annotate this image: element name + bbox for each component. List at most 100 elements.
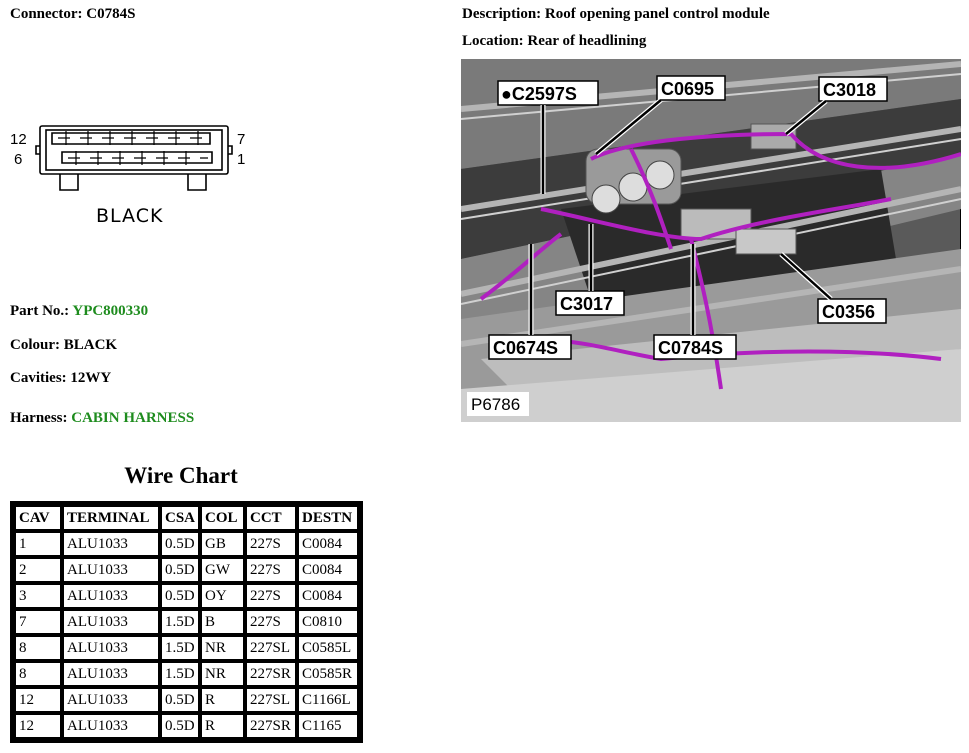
cell-destn: C0084 (298, 584, 359, 608)
table-header-row: CAV TERMINAL CSA COL CCT DESTN (15, 506, 359, 530)
description-label: Description: (462, 6, 542, 22)
cell-cav: 12 (15, 714, 61, 738)
cell-cct: 227S (246, 610, 297, 634)
cell-csa: 0.5D (161, 714, 200, 738)
cell-destn: C0810 (298, 610, 359, 634)
location-value: Rear of headlining (527, 33, 647, 49)
col-terminal: TERMINAL (63, 506, 159, 530)
cell-cct: 227SR (246, 662, 297, 686)
colour-line: Colour: BLACK (10, 337, 117, 354)
callout-c3017: C3017 (555, 224, 625, 316)
part-label: Part No.: (10, 303, 70, 319)
cell-csa: 0.5D (161, 558, 200, 582)
pin-label-6: 6 (14, 151, 22, 168)
cell-csa: 1.5D (161, 636, 200, 660)
image-reference: P6786 (467, 392, 529, 416)
cell-terminal: ALU1033 (63, 714, 159, 738)
pin-label-7: 7 (237, 131, 245, 148)
svg-text:C0695: C0695 (661, 79, 714, 99)
cell-col: GW (201, 558, 245, 582)
callout-c0695: C0695 (594, 75, 726, 156)
cell-destn: C0585L (298, 636, 359, 660)
cell-col: NR (201, 636, 245, 660)
connector-housing (35, 125, 233, 191)
cell-destn: C1165 (298, 714, 359, 738)
svg-text:C0674S: C0674S (493, 338, 558, 358)
col-col: COL (201, 506, 245, 530)
col-destn: DESTN (298, 506, 359, 530)
cell-csa: 1.5D (161, 662, 200, 686)
svg-text:C3017: C3017 (560, 294, 613, 314)
cell-terminal: ALU1033 (63, 662, 159, 686)
cell-cav: 7 (15, 610, 61, 634)
callout-c0356: C0356 (779, 252, 887, 324)
cell-col: B (201, 610, 245, 634)
cell-cct: 227SR (246, 714, 297, 738)
cell-terminal: ALU1033 (63, 558, 159, 582)
cell-cav: 2 (15, 558, 61, 582)
col-csa: CSA (161, 506, 200, 530)
connector-label: Connector: (10, 6, 83, 22)
svg-text:C3018: C3018 (823, 80, 876, 100)
cell-csa: 0.5D (161, 584, 200, 608)
cell-col: R (201, 714, 245, 738)
cell-col: GB (201, 532, 245, 556)
callout-c2597s: ●C2597S (497, 80, 599, 194)
location-image: ●C2597S C0695 C3018 C3017 C0356 C0674S C… (461, 59, 961, 422)
cell-col: R (201, 688, 245, 712)
colour-value: BLACK (63, 337, 118, 353)
cell-cct: 227S (246, 532, 297, 556)
connector-line: Connector: C0784S (10, 6, 135, 23)
cell-cav: 8 (15, 636, 61, 660)
description-line: Description: Roof opening panel control … (462, 6, 770, 23)
cell-destn: C1166L (298, 688, 359, 712)
cell-terminal: ALU1033 (63, 610, 159, 634)
svg-text:C0356: C0356 (822, 302, 875, 322)
roof-structure (461, 59, 961, 422)
cell-cav: 8 (15, 662, 61, 686)
cell-cct: 227SL (246, 688, 297, 712)
cavities-label: Cavities: (10, 370, 67, 386)
part-number: YPC800330 (72, 303, 149, 319)
callout-c3018: C3018 (784, 76, 888, 136)
cell-destn: C0084 (298, 558, 359, 582)
cell-cct: 227S (246, 584, 297, 608)
harness-name: CABIN HARNESS (71, 410, 195, 426)
cell-csa: 1.5D (161, 610, 200, 634)
cell-cct: 227S (246, 558, 297, 582)
harness-label: Harness: (10, 410, 68, 426)
cell-col: NR (201, 662, 245, 686)
col-cav: CAV (15, 506, 61, 530)
svg-text:●C2597S: ●C2597S (501, 84, 577, 104)
cell-col: OY (201, 584, 245, 608)
part-line: Part No.: YPC800330 (10, 303, 148, 320)
callout-c0674s: C0674S (488, 244, 572, 360)
cell-destn: C0585R (298, 662, 359, 686)
cell-cav: 12 (15, 688, 61, 712)
connector-face-diagram: 12 6 7 1 BLACK (10, 125, 245, 227)
cell-cav: 1 (15, 532, 61, 556)
connector-id: C0784S (86, 6, 136, 22)
cavities-line: Cavities: 12WY (10, 370, 111, 387)
svg-text:C0784S: C0784S (658, 338, 723, 358)
location-line: Location: Rear of headlining (462, 33, 646, 50)
description-value: Roof opening panel control module (544, 6, 770, 22)
cell-cct: 227SL (246, 636, 297, 660)
col-cct: CCT (246, 506, 297, 530)
location-label: Location: (462, 33, 524, 49)
svg-text:P6786: P6786 (471, 395, 520, 414)
pin-label-1: 1 (237, 151, 245, 168)
callout-c0784s: C0784S (653, 244, 737, 360)
cell-csa: 0.5D (161, 532, 200, 556)
harness-line: Harness: CABIN HARNESS (10, 410, 194, 427)
pin-label-12: 12 (10, 131, 27, 148)
